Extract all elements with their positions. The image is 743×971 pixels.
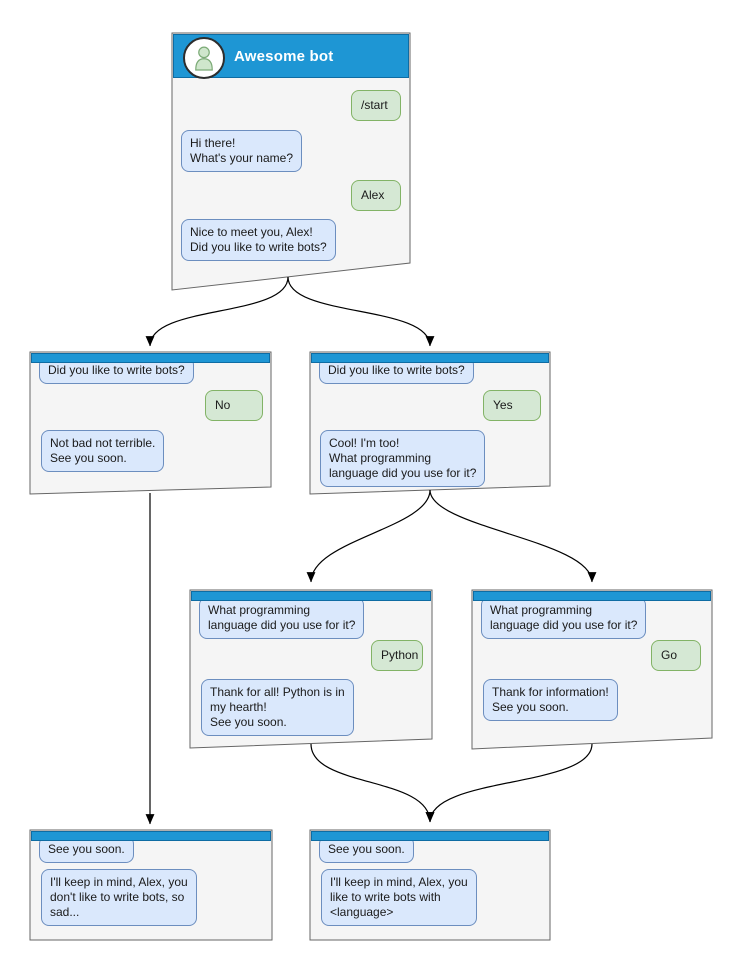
- bot-message-no-reply: Not bad not terrible. See you soon.: [41, 430, 165, 472]
- main-chat-header: Awesome bot: [173, 34, 409, 79]
- bot-message-go-reply: Thank for information! See you soon.: [483, 679, 618, 721]
- bot-avatar: [183, 37, 225, 79]
- arrow-go-to-end-yes: [425, 743, 593, 823]
- bot-message-end-no-reply: I'll keep in mind, Alex, you don't like …: [41, 869, 197, 926]
- arrow-python-to-end-yes: [310, 743, 435, 823]
- arrow-main-to-no-branch: [145, 276, 289, 347]
- yes-branch-header: [311, 353, 549, 363]
- arrow-yes-branch-to-python: [306, 489, 431, 583]
- go-branch-header: [473, 591, 711, 601]
- end-yes-header: [311, 831, 549, 841]
- bot-message-end-yes-reply: I'll keep in mind, Alex, you like to wri…: [321, 869, 477, 926]
- arrow-yes-branch-to-go: [429, 489, 597, 583]
- bot-message-language-question: What programming language did you use fo…: [481, 597, 647, 639]
- bot-title: Awesome bot: [234, 47, 334, 65]
- arrow-main-to-yes-branch: [287, 276, 435, 347]
- user-message-no: No: [205, 390, 263, 421]
- user-message-start: /start: [351, 90, 401, 121]
- end-no-header: [31, 831, 271, 841]
- user-message-go: Go: [651, 640, 701, 671]
- bot-message-yes-reply: Cool! I'm too! What programming language…: [320, 430, 486, 487]
- bot-message-python-reply: Thank for all! Python is in my hearth! S…: [201, 679, 354, 736]
- bot-message-language-question: What programming language did you use fo…: [199, 597, 365, 639]
- user-message-python: Python: [371, 640, 423, 671]
- user-message-name: Alex: [351, 180, 401, 211]
- user-message-yes: Yes: [483, 390, 541, 421]
- no-branch-header: [31, 353, 270, 363]
- bot-message-ask-bots: Nice to meet you, Alex! Did you like to …: [181, 219, 336, 261]
- python-branch-header: [191, 591, 431, 601]
- person-icon: [195, 46, 213, 71]
- bot-message-greeting: Hi there! What's your name?: [181, 130, 303, 172]
